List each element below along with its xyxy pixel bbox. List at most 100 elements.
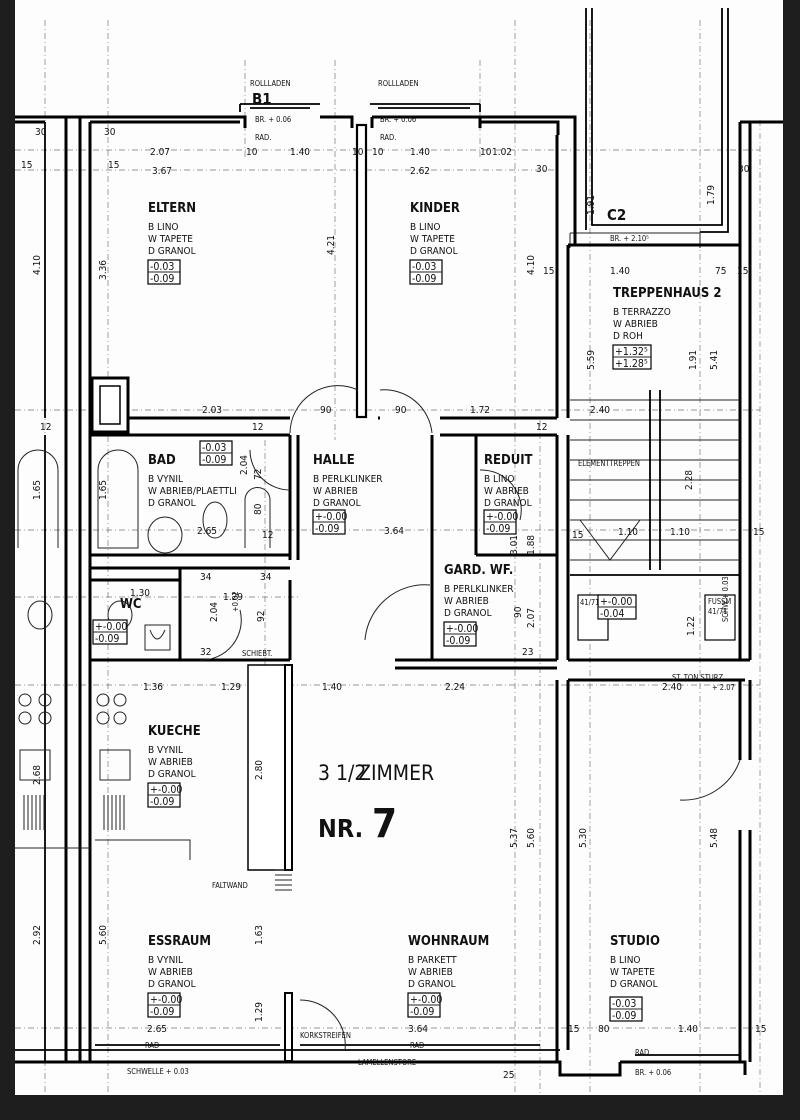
- room-name: KUECHE: [148, 724, 201, 739]
- dimension-label: 4.21: [326, 235, 337, 255]
- dimension-label: 90: [395, 405, 407, 416]
- level-finished-floor: -0.03: [202, 442, 226, 454]
- dimension-label: 15: [108, 160, 119, 171]
- dimension-label: 15: [568, 1024, 579, 1035]
- level-raw-floor: -0.09: [202, 454, 226, 466]
- label-rollladen: ROLLLADEN: [378, 79, 419, 88]
- wall-finish: W ABRIEB/PLAETTLI: [148, 486, 237, 497]
- dimension-label: 2.65: [197, 526, 217, 537]
- wall-finish: W ABRIEB: [484, 486, 529, 497]
- level-raw-floor: -0.09: [446, 635, 470, 647]
- level-raw-floor: -0.09: [410, 1006, 434, 1018]
- level-raw-floor: -0.09: [150, 1006, 174, 1018]
- dimension-label: 15: [755, 1024, 766, 1035]
- wall-finish: W ABRIEB: [148, 967, 193, 978]
- doormat-size: 41/71: [708, 607, 727, 616]
- dimension-label: 30: [738, 164, 750, 175]
- label-faltwand: FALTWAND: [212, 881, 248, 890]
- level-finished-floor: +-0.00: [95, 621, 127, 633]
- dimension-label: 90: [513, 606, 524, 618]
- dimension-label: 1.91: [688, 350, 699, 370]
- balcony-c2: [569, 8, 729, 248]
- wall-finish: W TAPETE: [610, 967, 655, 978]
- room-name: BAD: [148, 453, 176, 468]
- level-raw-floor: -0.09: [412, 273, 436, 285]
- label-br-2105: BR. + 2.10⁵: [610, 234, 649, 243]
- dimension-label: 75: [715, 266, 726, 277]
- dimension-label: 15: [21, 160, 32, 171]
- dimension-label: 30: [536, 164, 548, 175]
- dimension-label: 10: [352, 147, 364, 158]
- room-name-wc: WC: [120, 597, 142, 612]
- dimension-label: 2.40: [662, 682, 682, 693]
- label-rad-dot: RAD.: [635, 1048, 651, 1057]
- apartment-title: 3 1/2 ZIMMER NR. 7: [318, 761, 434, 847]
- doormat-label: FUSSM: [708, 597, 731, 606]
- ceiling-finish: D GRANOL: [148, 246, 196, 257]
- dimension-label: 5.60: [98, 925, 109, 945]
- wc-sill-level: +0.02: [231, 591, 240, 612]
- label-br-006: BR. + 0.06: [380, 115, 416, 124]
- wall-finish: W ABRIEB: [613, 319, 658, 330]
- window-mark-b1: B1: [252, 90, 272, 108]
- label-rad: RAD: [410, 1041, 424, 1050]
- wall-finish: W ABRIEB: [408, 967, 453, 978]
- dimension-label: 25: [503, 1070, 514, 1081]
- level-raw-floor: +1.28⁵: [615, 358, 648, 370]
- dimension-label: 10: [246, 147, 258, 158]
- dimension-label: 15: [737, 266, 748, 277]
- label-rad-dot: RAD.: [380, 133, 396, 142]
- ceiling-finish: D ROH: [613, 331, 643, 342]
- level-finished-floor: +1.32⁵: [615, 346, 648, 358]
- dimension-label: 12: [252, 422, 263, 433]
- dimension-label: 1.91: [586, 195, 597, 215]
- dimension-label: 1.40: [290, 147, 310, 158]
- dimension-label: 2.03: [202, 405, 222, 416]
- label-elementtreppen: ELEMENTTREPPEN: [578, 459, 640, 468]
- dimension-label: 15: [753, 527, 764, 538]
- dimension-label: 10: [372, 147, 384, 158]
- paper-sheet: [15, 0, 783, 1095]
- dimension-label: 3.64: [384, 526, 404, 537]
- floor-material: B VYNIL: [148, 745, 183, 756]
- label-plus-207: + 2.07: [712, 683, 735, 692]
- floor-material: B TERRAZZO: [613, 307, 671, 318]
- dimension-label: 1.36: [143, 682, 163, 693]
- dimension-label: 2.24: [445, 682, 465, 693]
- ceiling-finish: D GRANOL: [444, 608, 492, 619]
- dimension-label: 30: [104, 127, 116, 138]
- dimension-label: 2.04: [239, 455, 250, 475]
- dimension-label: 1.10: [670, 527, 690, 538]
- dimension-label: 1.65: [32, 480, 43, 500]
- floor-material: B VYNIL: [148, 955, 183, 966]
- dimension-label: 2.07: [150, 147, 170, 158]
- dimension-label: 1.22: [686, 616, 697, 636]
- dimension-label: 1.40: [610, 266, 630, 277]
- dimension-label: 2.07: [526, 608, 537, 628]
- level-raw-floor: -0.09: [612, 1010, 636, 1022]
- floor-material: B PERLKLINKER: [444, 584, 514, 595]
- room-name: STUDIO: [610, 934, 660, 949]
- door-swings: [199, 385, 741, 1051]
- floor-material: B VYNIL: [148, 474, 183, 485]
- dimension-label: 2.65: [147, 1024, 167, 1035]
- label-rollladen: ROLLLADEN: [250, 79, 291, 88]
- dimension-label: 2.62: [410, 166, 430, 177]
- dimension-label: 5.37: [509, 828, 520, 848]
- dimension-label: 30: [35, 127, 47, 138]
- title-zimmer: ZIMMER: [358, 761, 434, 785]
- dimension-label: 2.40: [590, 405, 610, 416]
- room-name: REDUIT: [484, 453, 533, 468]
- floor-material: B LINO: [484, 474, 515, 485]
- level-finished-floor: +-0.00: [315, 511, 347, 523]
- walls: [15, 103, 783, 1077]
- ceiling-finish: D GRANOL: [408, 979, 456, 990]
- floor-material: B LINO: [610, 955, 641, 966]
- dimension-label: 1.29: [221, 682, 241, 693]
- level-finished-floor: +-0.00: [600, 596, 632, 608]
- room-name: GARD. WF.: [444, 563, 513, 578]
- dimension-label: 5.30: [578, 828, 589, 848]
